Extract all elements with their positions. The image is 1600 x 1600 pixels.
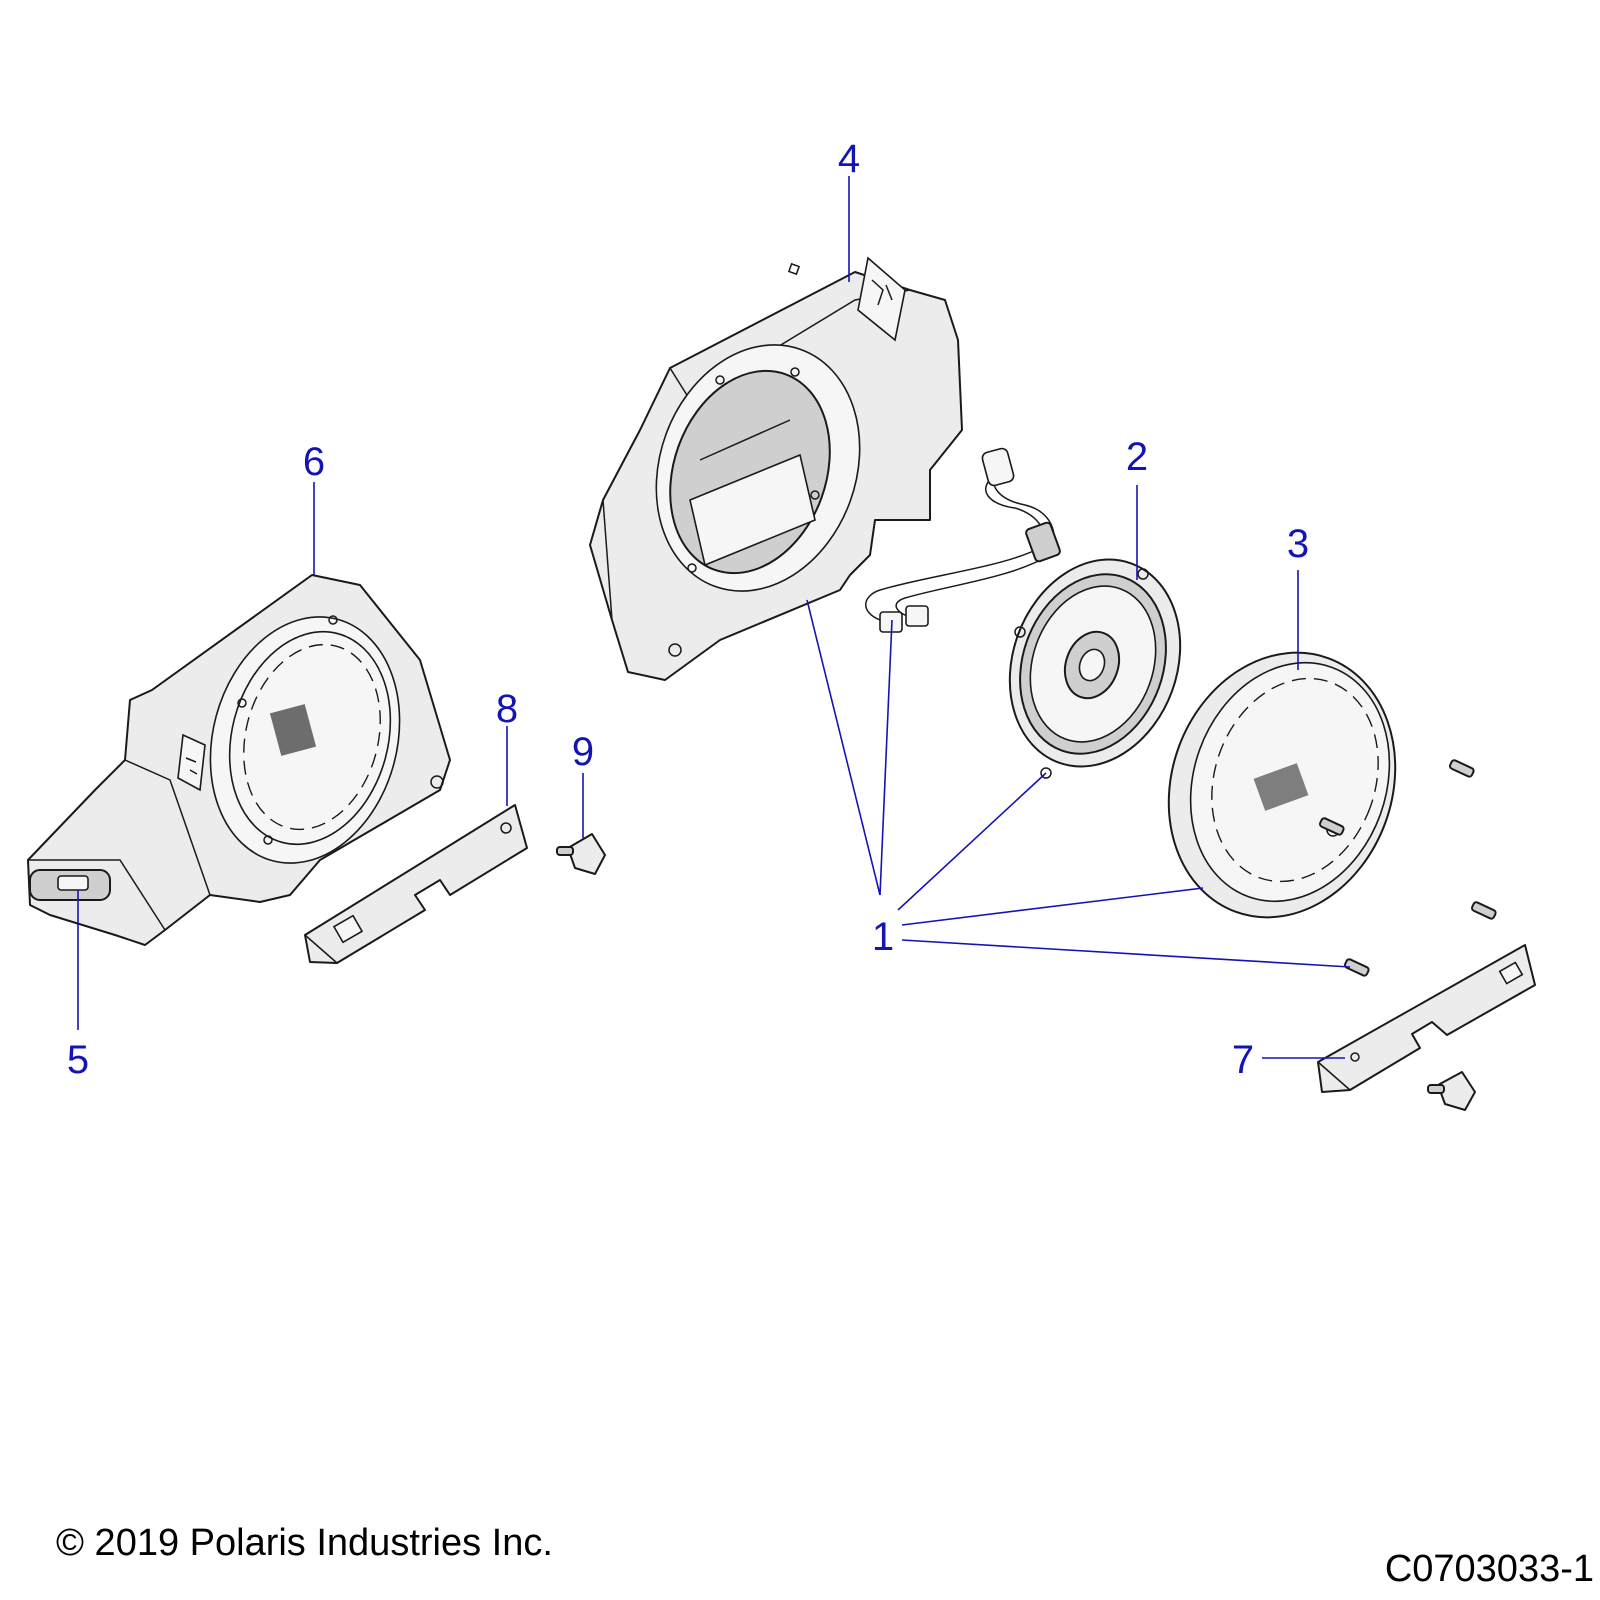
wing-nut-right (1427, 1071, 1476, 1111)
drawing-number: C0703033-1 (1384, 1548, 1594, 1590)
callout-3: 3 (1287, 522, 1309, 566)
left-grille-mesh (269, 704, 317, 756)
callout-6: 6 (303, 440, 325, 484)
callout-5: 5 (67, 1038, 89, 1082)
wiring-harness (865, 447, 1061, 633)
speaker-pod-enclosure (589, 256, 963, 681)
mounting-bracket-left (304, 804, 528, 964)
mounting-bracket-right (1317, 944, 1536, 1093)
speaker-pod-assembly-left (27, 574, 451, 946)
screws (1318, 759, 1497, 977)
callout-4: 4 (838, 137, 860, 181)
callout-7: 7 (1232, 1038, 1254, 1082)
callouts: 4 2 3 6 8 9 1 5 7 (67, 137, 1309, 1082)
copyright-notice: © 2019 Polaris Industries Inc. (56, 1522, 553, 1564)
callout-9: 9 (572, 730, 594, 774)
grille-mesh (1253, 763, 1309, 811)
leader-lines (77, 176, 1351, 1059)
speaker-grille (1167, 651, 1397, 919)
wing-nut (556, 833, 606, 875)
callout-2: 2 (1126, 435, 1148, 479)
callout-8: 8 (496, 687, 518, 731)
callout-1: 1 (872, 915, 894, 959)
speaker-driver (1008, 558, 1182, 779)
